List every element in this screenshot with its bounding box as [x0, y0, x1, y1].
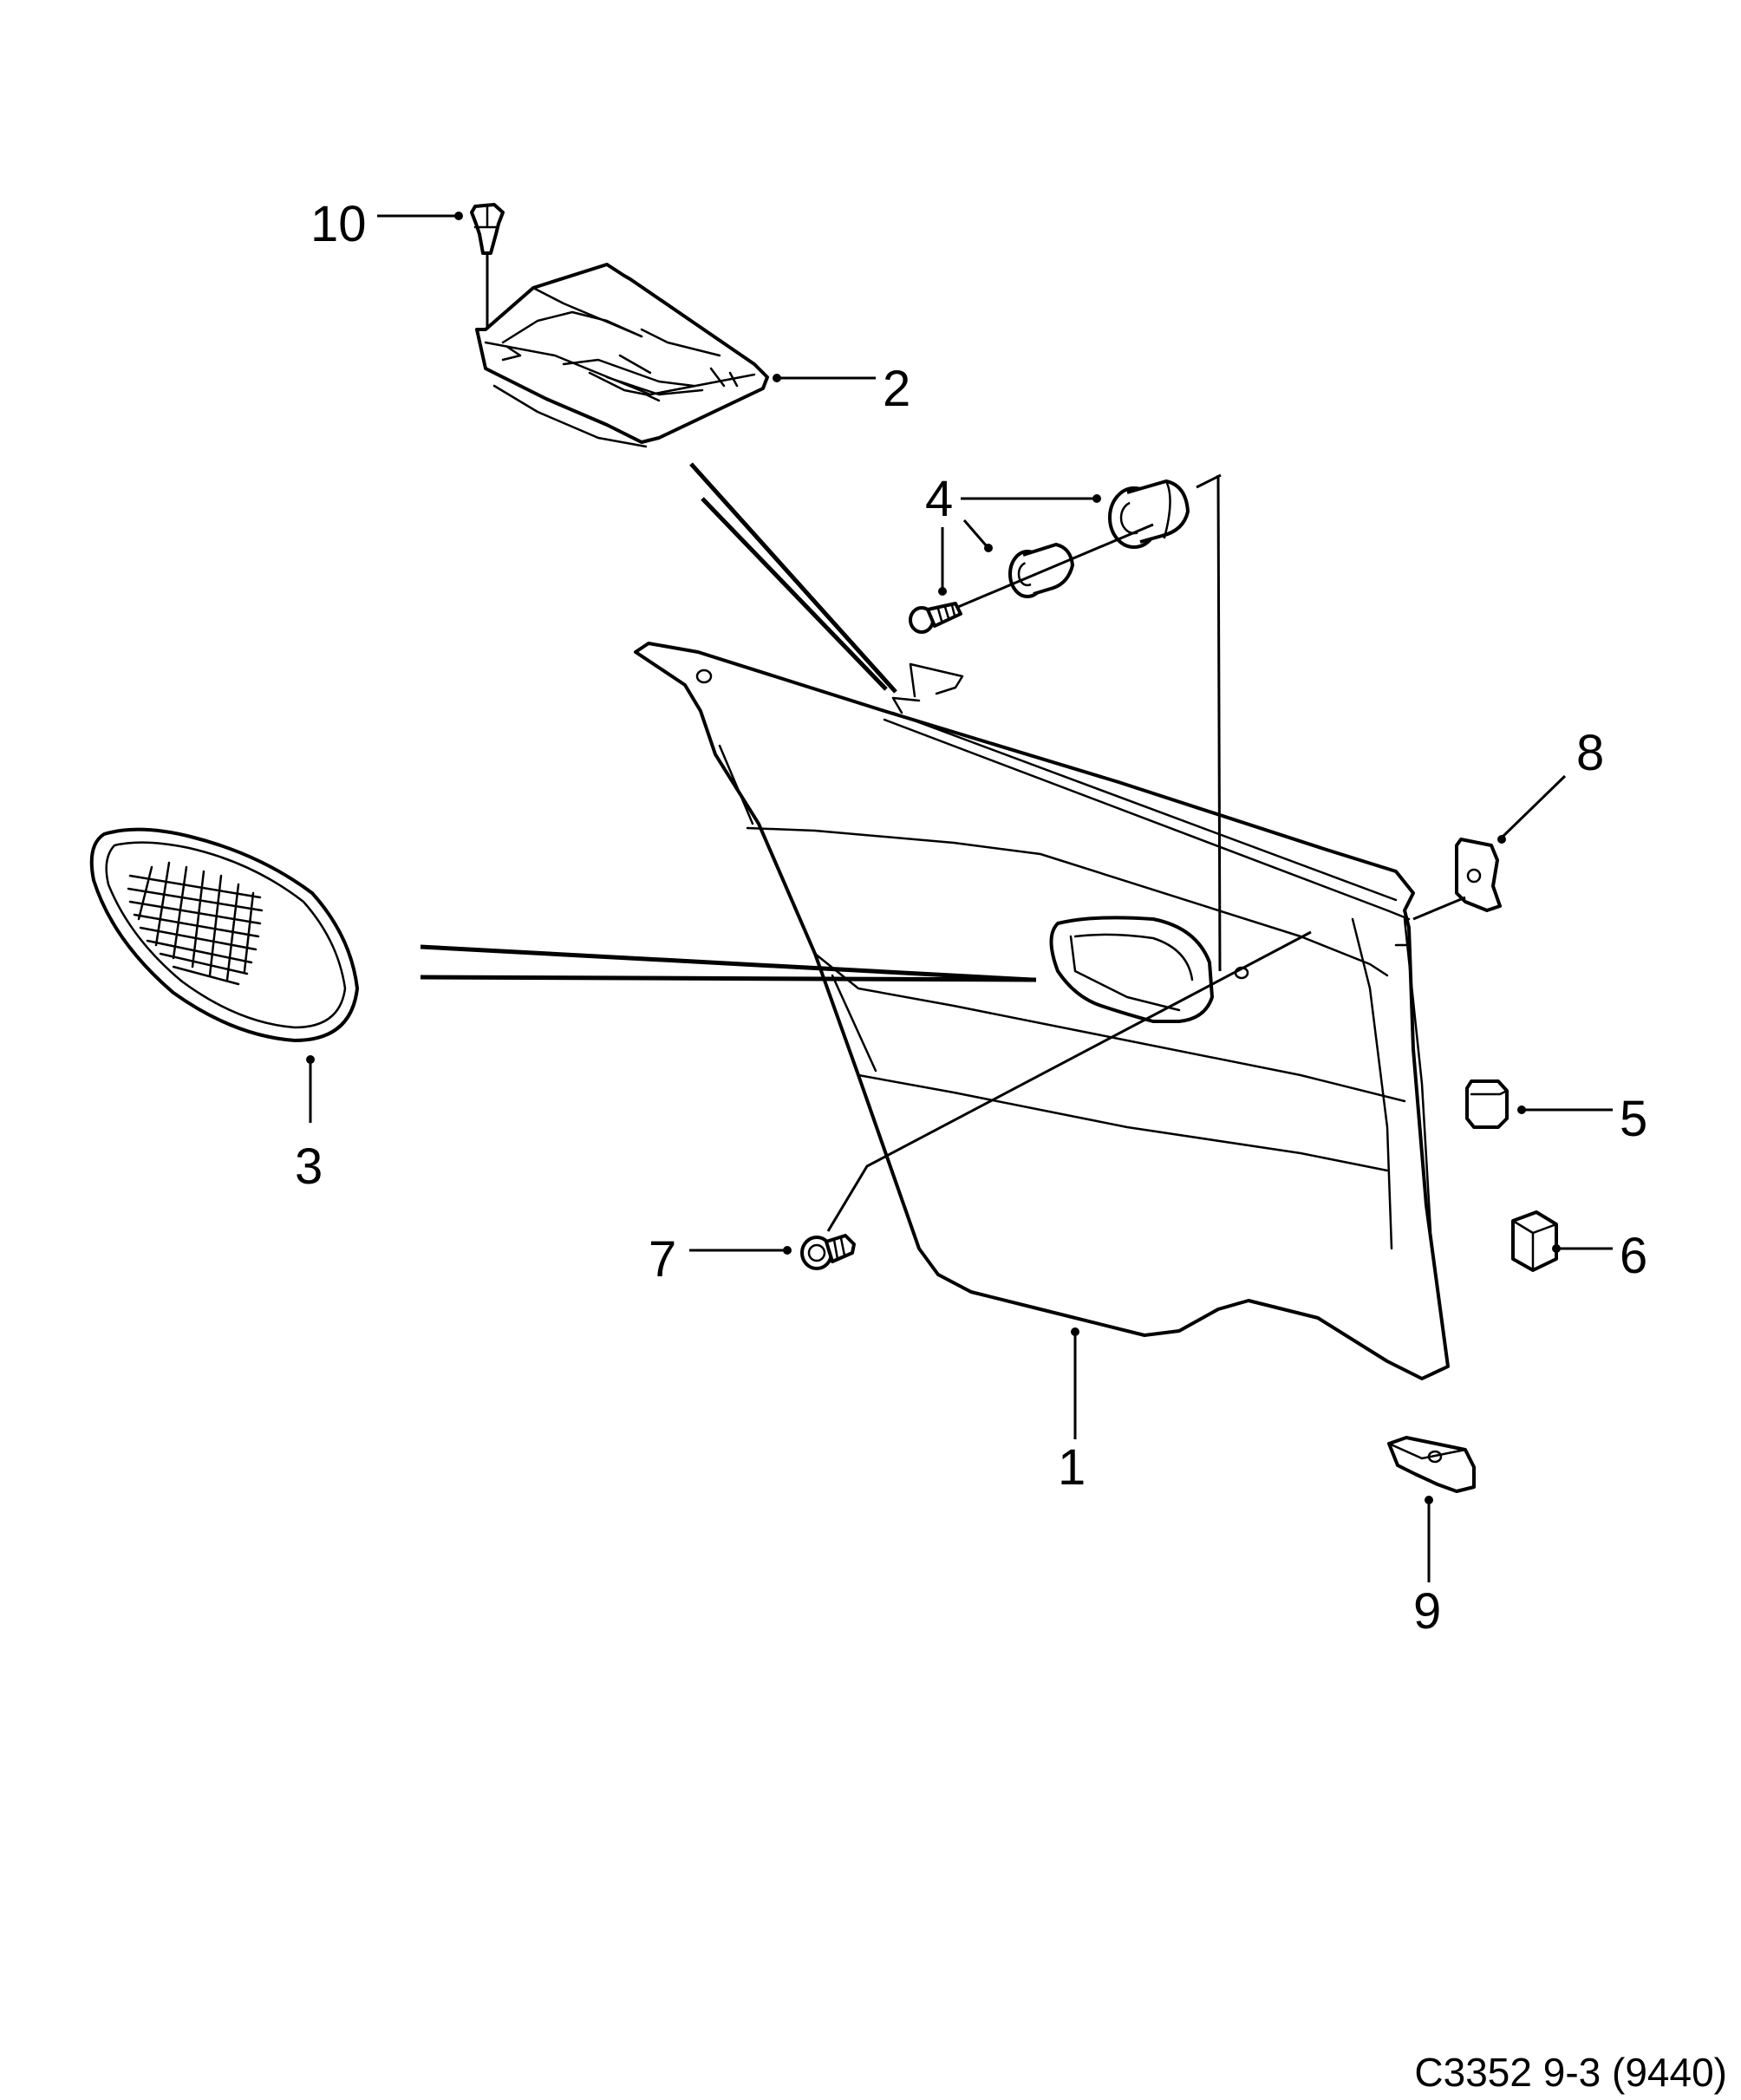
part-7-screw [800, 1234, 856, 1270]
callout-8: 8 [1576, 725, 1604, 781]
callout-9: 9 [1413, 1583, 1441, 1640]
part-4-fasteners [909, 479, 1190, 634]
callouts: 1 2 3 4 5 6 7 8 9 [295, 196, 1647, 1640]
callout-4: 4 [925, 471, 953, 527]
callout-6: 6 [1620, 1228, 1647, 1284]
callout-1: 1 [1058, 1439, 1086, 1496]
part-2-housing [475, 263, 769, 448]
callout-2: 2 [883, 361, 910, 417]
part-8-clip [1455, 838, 1502, 912]
grille-mesh [127, 861, 264, 986]
callout-3: 3 [295, 1138, 323, 1195]
part-3-speaker-grille [89, 827, 359, 1042]
part-10-clip [470, 203, 505, 255]
diagram-caption: C3352 9-3 (9440) [1414, 2050, 1727, 2095]
part-1-trim-panel [634, 642, 1450, 1380]
callout-7: 7 [649, 1231, 676, 1288]
part-9-clip [1387, 1436, 1476, 1493]
assembly-lines [420, 462, 1466, 1232]
callout-10: 10 [310, 196, 367, 252]
part-6-clip [1511, 1210, 1558, 1272]
part-5-clip [1465, 1079, 1509, 1129]
callout-5: 5 [1620, 1091, 1647, 1147]
